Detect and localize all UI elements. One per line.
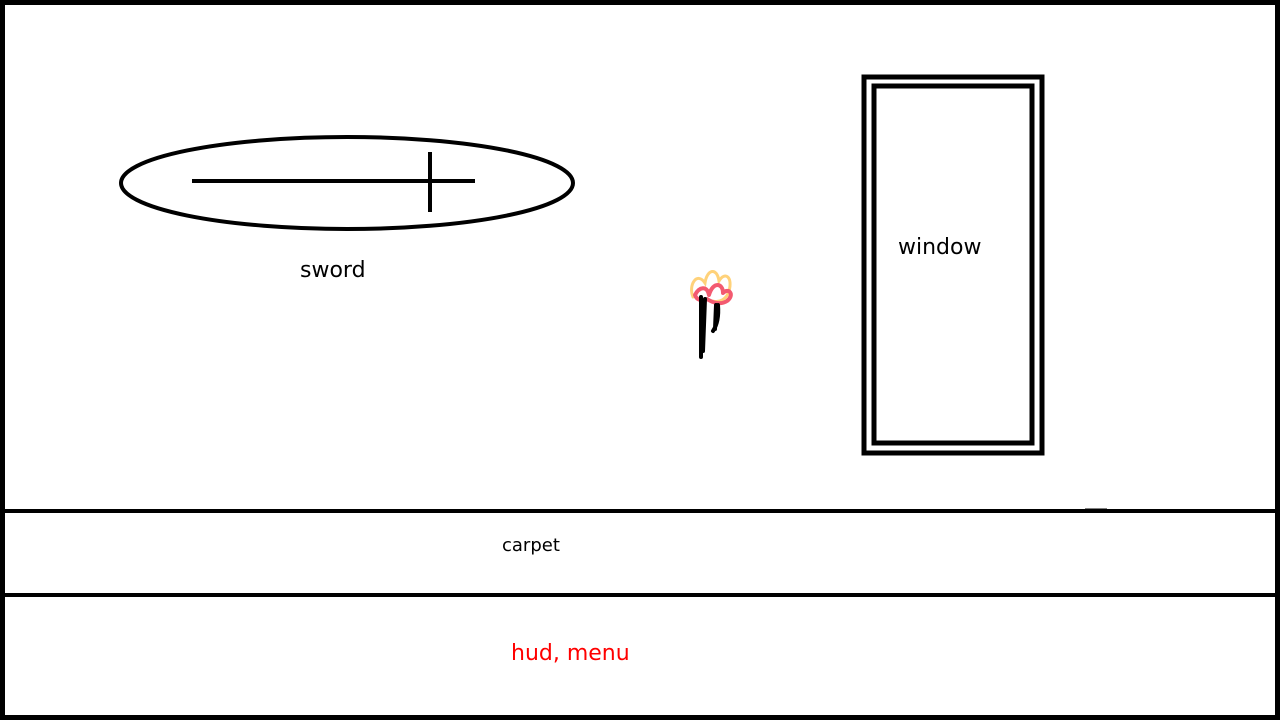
hud-menu-bar[interactable]: hud, menu bbox=[5, 597, 1275, 715]
window-outer-frame bbox=[861, 74, 1045, 456]
torch-flame-outer bbox=[690, 270, 732, 303]
window-frame-icon bbox=[861, 74, 1045, 456]
sword-outline bbox=[119, 135, 575, 231]
hud-menu-label: hud, menu bbox=[511, 641, 630, 666]
window-inner-frame bbox=[871, 83, 1035, 446]
torch-icon bbox=[690, 270, 733, 359]
carpet-strip: carpet bbox=[5, 509, 1275, 597]
torch-handle bbox=[699, 295, 721, 359]
sword-pickup[interactable] bbox=[115, 133, 585, 243]
sword-label: sword bbox=[300, 258, 366, 283]
window-label: window bbox=[898, 235, 982, 260]
carpet-label: carpet bbox=[502, 535, 560, 556]
room-area: sword window bbox=[5, 5, 1275, 513]
